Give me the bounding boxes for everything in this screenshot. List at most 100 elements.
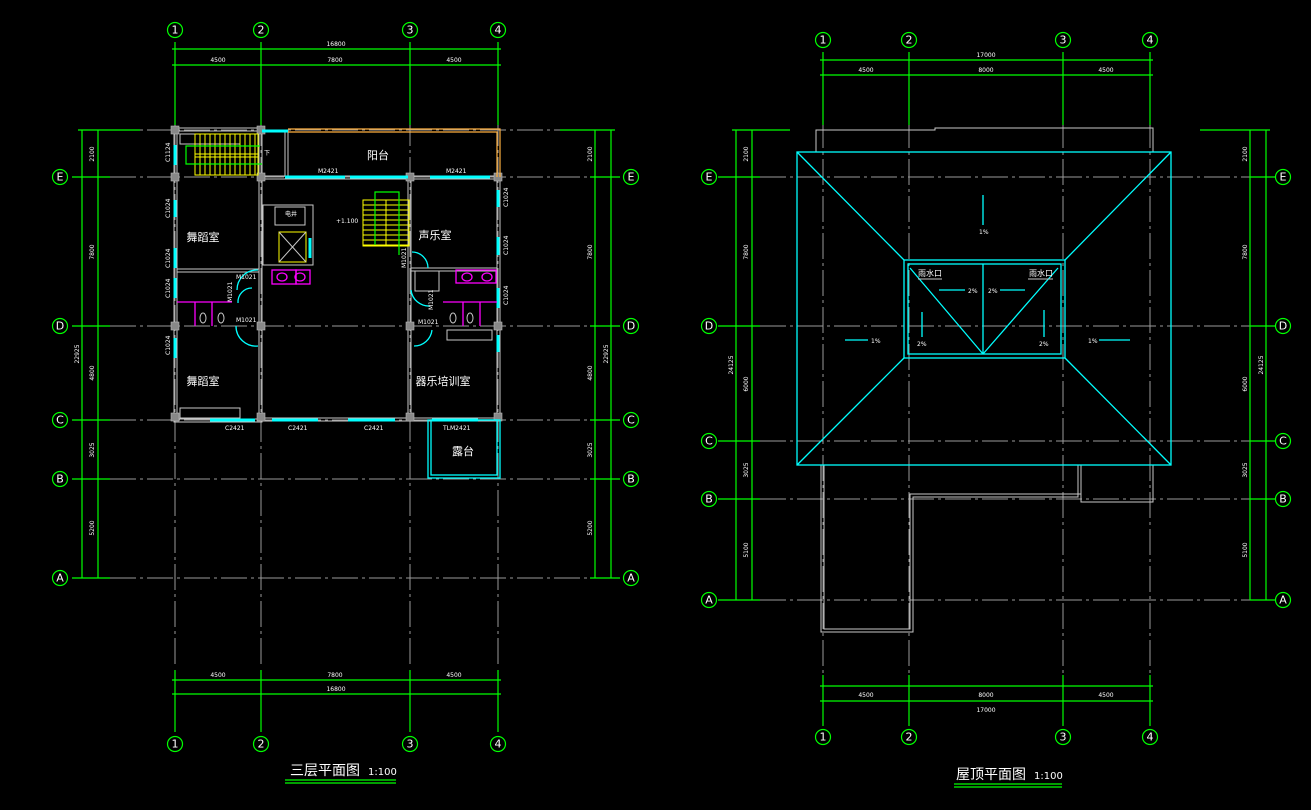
stair-down-label: 下 [264, 150, 270, 157]
drawing-title: 屋顶平面图 [956, 767, 1026, 783]
terrace [427, 419, 501, 479]
svg-text:C2421: C2421 [364, 425, 384, 432]
svg-text:M1021: M1021 [401, 247, 408, 268]
dim-side-total: 22925 [603, 344, 610, 363]
svg-text:4: 4 [1147, 731, 1154, 744]
svg-text:3: 3 [407, 738, 414, 751]
hip-roof [796, 151, 1172, 466]
svg-text:B: B [1279, 493, 1287, 506]
dim-bottom-total: 17000 [976, 707, 995, 714]
dim-bottom-total: 16800 [326, 686, 345, 693]
svg-text:C: C [705, 435, 713, 448]
svg-text:2: 2 [906, 731, 913, 744]
dim-side: 5200 [89, 520, 96, 535]
room-instrument: 器乐培训室 [416, 374, 471, 388]
svg-text:D: D [1279, 320, 1287, 333]
dim-top-total: 16800 [326, 41, 345, 48]
dim-bottom-2: 7800 [327, 672, 342, 679]
svg-text:1: 1 [172, 738, 179, 751]
svg-text:C2421: C2421 [225, 425, 245, 432]
svg-text:E: E [1280, 171, 1287, 184]
svg-text:E: E [628, 171, 635, 184]
level-mark: +1.100 [336, 218, 358, 225]
svg-text:TLM2421: TLM2421 [442, 425, 471, 432]
svg-text:6000: 6000 [743, 376, 750, 391]
dim-side: 3025 [587, 442, 594, 457]
svg-text:M2421: M2421 [318, 168, 339, 175]
dim-side: 4800 [89, 365, 96, 380]
drawing-title-third-floor: 三层平面图 1:100 [285, 763, 397, 784]
svg-text:C1024: C1024 [165, 248, 172, 268]
room-power-shaft: 电井 [285, 210, 297, 218]
svg-text:2%: 2% [1039, 341, 1049, 348]
svg-text:M1021: M1021 [236, 317, 257, 324]
svg-text:A: A [627, 572, 635, 585]
svg-text:3025: 3025 [743, 462, 750, 477]
side-dims-left: 2100 7800 4800 3025 5200 22925 [74, 146, 96, 535]
elevator [278, 231, 307, 263]
dim-top-2: 8000 [978, 67, 993, 74]
svg-text:B: B [56, 473, 64, 486]
room-balcony: 阳台 [367, 148, 389, 162]
dim-top-2: 7800 [327, 57, 342, 64]
window-labels: C1124 C1024 C1024 C1024 C1024 C1024 C102… [165, 142, 510, 432]
svg-text:2100: 2100 [743, 146, 750, 161]
svg-text:M1021: M1021 [428, 289, 435, 310]
dim-side-total: 22925 [74, 344, 81, 363]
svg-text:C1024: C1024 [503, 285, 510, 305]
dim-top-1: 4500 [210, 57, 225, 64]
svg-text:M1021: M1021 [236, 274, 257, 281]
svg-text:5100: 5100 [743, 542, 750, 557]
svg-text:E: E [57, 171, 64, 184]
room-dance-1: 舞蹈室 [187, 230, 220, 244]
svg-text:1%: 1% [979, 229, 989, 236]
svg-text:7800: 7800 [1242, 244, 1249, 259]
svg-text:1: 1 [820, 34, 827, 47]
dim-side: 2100 [89, 146, 96, 161]
slope-arrows: 1% 2% 2% 2% 2% 1% 1% [845, 195, 1130, 348]
dimension-lines [72, 42, 620, 732]
room-dance-2: 舞蹈室 [187, 374, 220, 388]
svg-text:7800: 7800 [743, 244, 750, 259]
dim-bottom-3: 4500 [446, 672, 461, 679]
svg-text:A: A [1279, 594, 1287, 607]
dim-side: 7800 [587, 244, 594, 259]
dim-bottom-2: 8000 [978, 692, 993, 699]
svg-text:3025: 3025 [1242, 462, 1249, 477]
svg-text:B: B [627, 473, 635, 486]
svg-text:A: A [705, 594, 713, 607]
svg-text:D: D [56, 320, 64, 333]
room-terrace: 露台 [452, 444, 474, 458]
dim-side: 3025 [89, 442, 96, 457]
svg-text:C: C [56, 414, 64, 427]
lower-roof-outlines [815, 127, 1154, 633]
drawing-title-roof: 屋顶平面图 1:100 [954, 767, 1063, 788]
svg-text:1: 1 [172, 24, 179, 37]
dimension-lines [718, 52, 1275, 726]
svg-text:C1024: C1024 [165, 278, 172, 298]
svg-text:2: 2 [906, 34, 913, 47]
svg-text:3: 3 [407, 24, 414, 37]
svg-text:C: C [627, 414, 635, 427]
rain-drain-label: 雨水口 [918, 268, 942, 278]
dim-top-3: 4500 [1098, 67, 1113, 74]
svg-text:M2421: M2421 [446, 168, 467, 175]
svg-text:3: 3 [1060, 34, 1067, 47]
dim-top-total: 17000 [976, 52, 995, 59]
svg-text:2: 2 [258, 24, 265, 37]
svg-text:4: 4 [495, 738, 502, 751]
third-floor-plan: 16800 4500 7800 4500 4500 7800 4500 1680… [51, 21, 640, 784]
room-music: 声乐室 [419, 228, 452, 242]
side-dims-right: 2100 7800 4800 3025 5200 22925 [587, 146, 610, 535]
svg-text:4: 4 [1147, 34, 1154, 47]
svg-text:1: 1 [820, 731, 827, 744]
svg-text:B: B [705, 493, 713, 506]
dim-side: 4800 [587, 365, 594, 380]
svg-text:C1024: C1024 [165, 198, 172, 218]
axis-bubbles: 1 2 3 4 1 2 3 4 E D C B A E D C B A [700, 31, 1292, 746]
balcony-outline [288, 128, 501, 177]
stair-center [362, 191, 410, 255]
svg-text:C: C [1279, 435, 1287, 448]
drawing-scale: 1:100 [1034, 771, 1063, 782]
svg-text:2100: 2100 [1242, 146, 1249, 161]
